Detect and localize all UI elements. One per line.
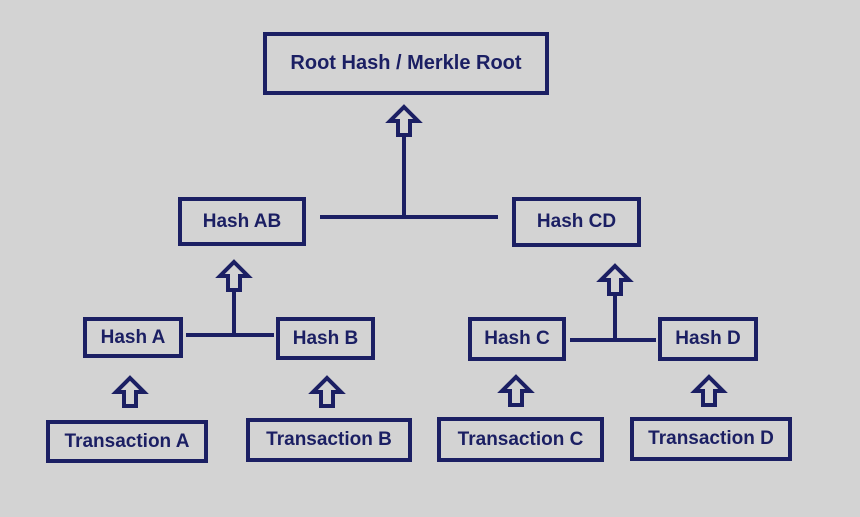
hash-b-node: Hash B — [276, 317, 375, 360]
up-arrow-icon — [111, 375, 149, 408]
transaction-c-node: Transaction C — [437, 417, 604, 462]
hash-b-label: Hash B — [292, 327, 359, 349]
up-arrow-icon — [308, 375, 346, 408]
hash-cd-label: Hash CD — [536, 211, 617, 232]
transaction-a-node: Transaction A — [46, 420, 208, 463]
root-hash-label: Root Hash / Merkle Root — [290, 52, 522, 74]
up-arrow-icon — [497, 374, 535, 407]
hash-c-node: Hash C — [468, 317, 566, 361]
transaction-b-label: Transaction B — [266, 429, 392, 450]
up-arrow-icon — [385, 104, 423, 137]
root-hash-node: Root Hash / Merkle Root — [263, 32, 549, 95]
hash-d-label: Hash D — [675, 328, 741, 349]
hash-a-label: Hash A — [100, 326, 166, 348]
up-arrow-icon — [215, 259, 253, 292]
transaction-c-label: Transaction C — [457, 428, 584, 450]
transaction-a-label: Transaction A — [64, 430, 190, 452]
hash-a-node: Hash A — [83, 317, 183, 358]
transaction-d-label: Transaction D — [648, 428, 774, 449]
hash-c-label: Hash C — [484, 328, 550, 349]
hash-ab-node: Hash AB — [178, 197, 306, 246]
transaction-d-node: Transaction D — [630, 417, 792, 461]
hash-d-node: Hash D — [658, 317, 758, 361]
hash-ab-label: Hash AB — [202, 210, 282, 232]
hash-cd-node: Hash CD — [512, 197, 641, 247]
up-arrow-icon — [690, 374, 728, 407]
up-arrow-icon — [596, 263, 634, 296]
transaction-b-node: Transaction B — [246, 418, 412, 462]
